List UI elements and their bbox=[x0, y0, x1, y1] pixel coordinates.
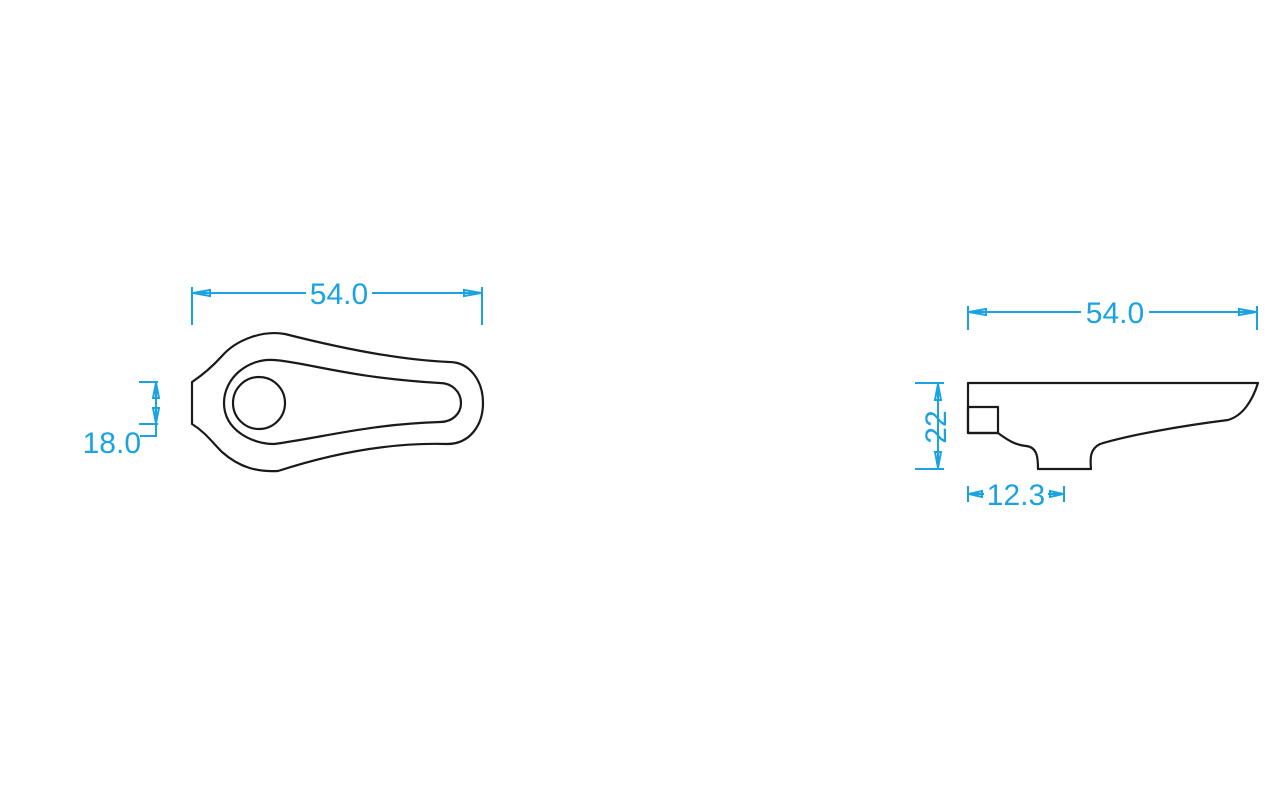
side-view-offset-dimension: 12.3 bbox=[967, 479, 1065, 512]
side-view-notch bbox=[966, 405, 1000, 435]
top-view-length-dimension: 54.0 bbox=[191, 278, 483, 325]
side-offset-arrow-left bbox=[968, 489, 983, 499]
side-length-arrow-right bbox=[1238, 307, 1257, 317]
top-view-inner-outline bbox=[222, 358, 463, 446]
side-view-height-dimension: 22 bbox=[915, 382, 953, 470]
side-view-profile bbox=[966, 381, 1260, 471]
top-view-width-dimension: 18.0 bbox=[83, 381, 161, 460]
side-view bbox=[966, 381, 1260, 471]
side-height-arrow-lower bbox=[933, 451, 943, 469]
side-length-label: 54.0 bbox=[1086, 297, 1144, 330]
side-height-label: 22 bbox=[920, 410, 953, 443]
top-width-label: 18.0 bbox=[83, 427, 141, 460]
top-length-label: 54.0 bbox=[310, 278, 368, 311]
top-view-bore-circle bbox=[231, 375, 287, 431]
side-length-arrow-left bbox=[968, 307, 987, 317]
top-width-arrow-upper bbox=[151, 382, 161, 399]
top-view bbox=[190, 332, 485, 473]
top-length-arrow-right bbox=[463, 288, 482, 298]
side-offset-label: 12.3 bbox=[987, 479, 1045, 512]
top-width-arrow-lower bbox=[151, 407, 161, 424]
side-view-length-dimension: 54.0 bbox=[967, 297, 1258, 330]
top-length-arrow-left bbox=[192, 288, 211, 298]
side-offset-arrow-right bbox=[1049, 489, 1064, 499]
side-height-arrow-upper bbox=[933, 383, 943, 401]
top-view-outer-outline bbox=[190, 332, 485, 473]
